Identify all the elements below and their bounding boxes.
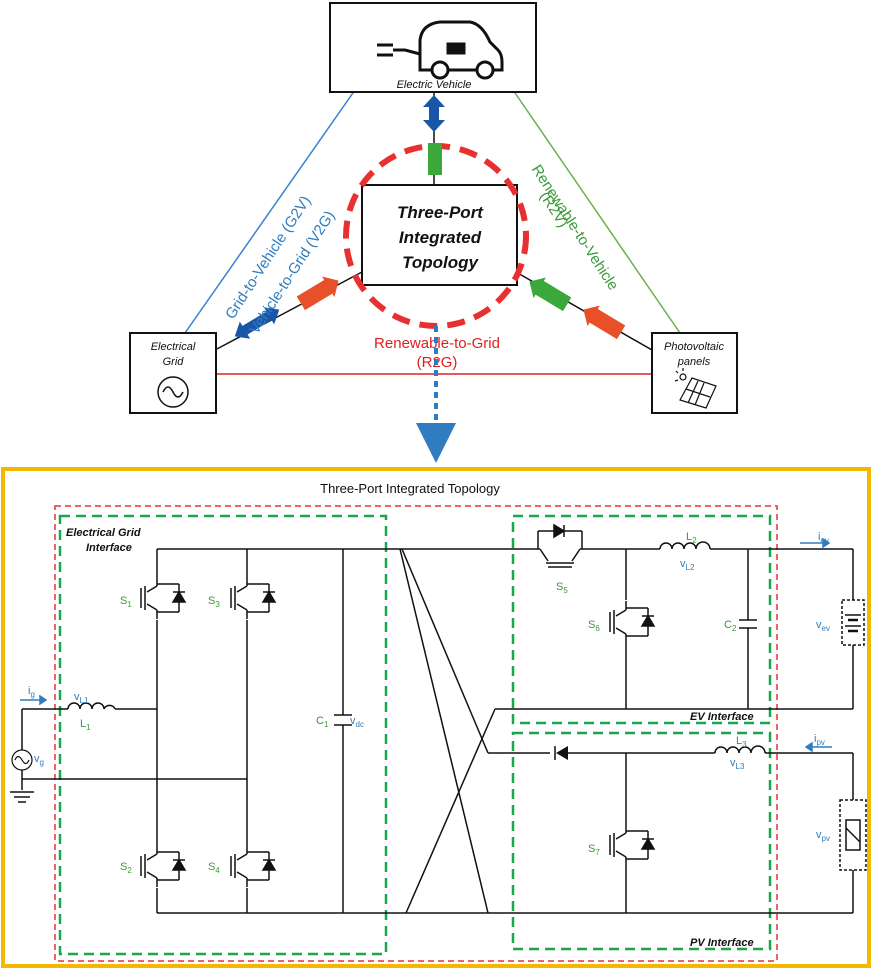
igbt-s5 <box>520 523 600 568</box>
c1-label: C1 <box>316 715 329 729</box>
solar-panel-icon <box>674 368 717 409</box>
grid-interface-label-line2: Interface <box>86 542 132 554</box>
igbt-s7 <box>609 820 656 868</box>
ac-source-icon <box>157 376 189 408</box>
ev-bidirectional-arrow <box>423 95 445 132</box>
hub-label-line1: Three-Port <box>397 203 484 222</box>
vl1-label: vL1 <box>74 691 89 705</box>
s7-label: S7 <box>588 843 600 857</box>
vdc-label: vdc <box>350 715 364 729</box>
r2g-label-line1: Renewable-to-Grid <box>374 335 500 352</box>
grid-box: Electrical Grid <box>129 332 217 414</box>
ig-label: ig <box>28 685 35 699</box>
ground-icon <box>10 791 34 803</box>
grid-label-line1: Electrical <box>151 341 196 353</box>
iev-label: iev <box>818 531 829 545</box>
hub-label-line2: Integrated <box>399 228 482 247</box>
s6-label: S6 <box>588 619 600 633</box>
pv-red-arrow <box>583 305 626 340</box>
circuit-panel: Three-Port Integrated Topology Electrica… <box>1 467 871 968</box>
circuit-wires <box>21 548 854 914</box>
vpv-label: vpv <box>816 829 830 843</box>
inductor-l3 <box>714 745 766 754</box>
ev-green-arrow <box>428 143 442 175</box>
current-arrows <box>20 537 832 753</box>
pv-label-line1: Photovoltaic <box>664 341 724 353</box>
l2-label: L2 <box>686 531 697 545</box>
vg-label: vg <box>34 753 44 767</box>
hub-box: Three-Port Integrated Topology <box>361 184 518 286</box>
igbt-s3 <box>230 577 277 619</box>
circuit-title: Three-Port Integrated Topology <box>320 481 500 496</box>
ev-interface-region <box>511 514 772 725</box>
ev-label: Electric Vehicle <box>397 79 472 91</box>
pv-interface-region <box>511 731 772 951</box>
r2v-line <box>512 89 681 334</box>
grid-label-line2: Grid <box>163 356 185 368</box>
s5-label: S5 <box>556 581 568 595</box>
igbt-s4 <box>230 845 277 887</box>
pv-label-line2: panels <box>677 356 711 368</box>
pv-green-arrow <box>529 277 572 312</box>
ev-interface-label: EV Interface <box>690 711 754 723</box>
grid-interface-region <box>58 514 388 956</box>
inductor-l2 <box>659 541 711 550</box>
grid-bidirectional-arrow <box>234 307 280 339</box>
inductor-l1 <box>67 702 116 710</box>
igbt-s6 <box>609 601 656 643</box>
s3-label: S3 <box>208 595 220 609</box>
capacitor-c1 <box>334 714 352 726</box>
l1-label: L1 <box>80 718 91 732</box>
l3-label: L3 <box>736 735 747 749</box>
pv-interface-label: PV Interface <box>690 937 754 949</box>
circuit-frame <box>1 467 871 968</box>
electric-car-icon <box>377 20 504 80</box>
vl2-label: vL2 <box>680 558 695 572</box>
c2-label: C2 <box>724 619 737 633</box>
grid-red-arrow <box>296 276 339 311</box>
top-overview: Electric Vehicle Three-Port Integrated T… <box>129 2 738 463</box>
grid-ac-source <box>11 749 33 771</box>
red-dashed-region <box>54 505 778 962</box>
igbt-s1 <box>140 577 187 619</box>
grid-interface-label-line1: Electrical Grid <box>66 527 141 539</box>
s1-label: S1 <box>120 595 132 609</box>
pv-box: Photovoltaic panels <box>651 332 738 414</box>
pv-diode <box>554 746 568 760</box>
igbt-s2 <box>140 845 187 887</box>
ipv-label: ipv <box>814 733 825 747</box>
ev-box: Electric Vehicle <box>329 2 537 93</box>
g2v-line <box>184 89 356 334</box>
vl3-label: vL3 <box>730 757 745 771</box>
pv-module-icon <box>839 799 867 871</box>
capacitor-c2 <box>739 619 757 629</box>
vev-label: vev <box>816 619 830 633</box>
hub-label-line3: Topology <box>402 253 479 272</box>
s2-label: S2 <box>120 861 132 875</box>
ev-battery-icon <box>841 599 865 646</box>
s4-label: S4 <box>208 861 220 875</box>
